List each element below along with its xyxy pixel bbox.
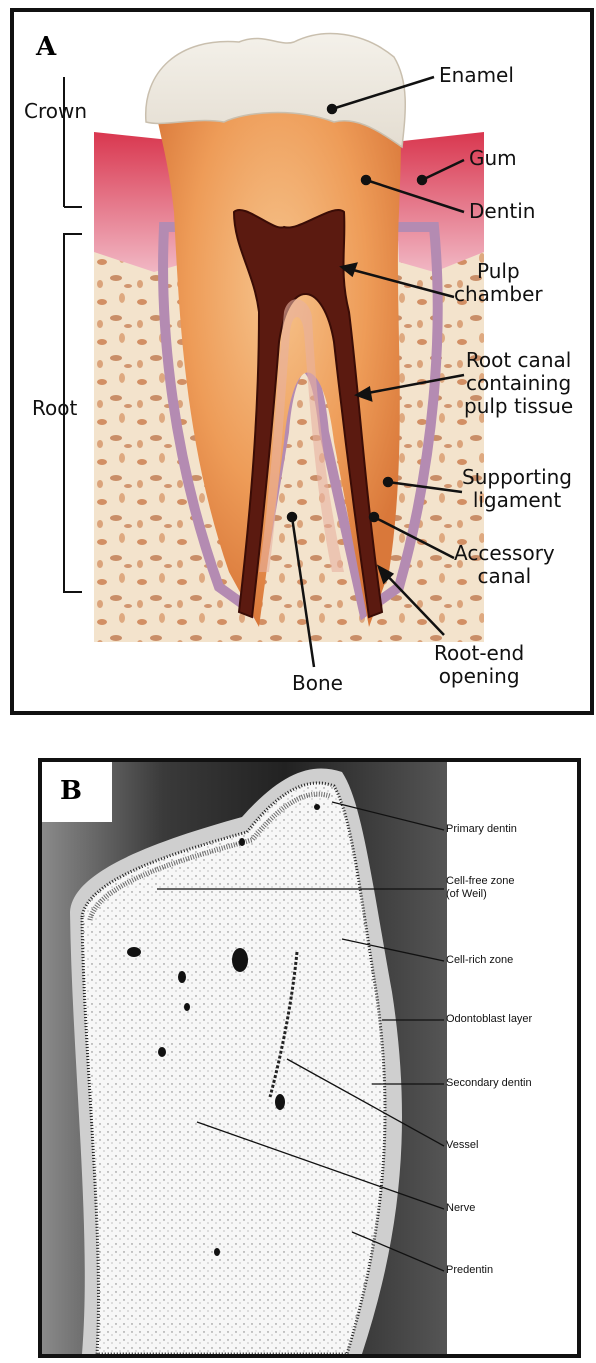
label-secondary-dentin: Secondary dentin [446,1077,532,1090]
label-bone: Bone [292,672,343,695]
label-predentin: Predentin [446,1264,493,1277]
label-cell-rich-zone: Cell-rich zone [446,954,513,967]
label-root: Root [32,397,77,420]
label-root-canal: Root canal containing pulp tissue [464,349,573,418]
label-accessory-canal: Accessory canal [454,542,555,588]
label-root-end-opening: Root-end opening [434,642,524,688]
label-vessel: Vessel [446,1139,478,1152]
crown-bracket [64,77,82,207]
label-pulp-chamber: Pulp chamber [454,260,543,306]
label-cell-free-zone: Cell-free zone (of Weil) [446,875,514,900]
label-odontoblast-layer: Odontoblast layer [446,1013,532,1026]
label-supporting-ligament: Supporting ligament [462,466,572,512]
panel-b-pulp-histology: B Primary dentin Cell-free zone (of Weil… [38,758,581,1358]
panel-a-tooth-anatomy: A Crown Root Enamel Gum Dentin Pulp cham… [10,8,594,715]
label-nerve: Nerve [446,1202,475,1215]
panel-a-letter: A [36,32,56,62]
label-dentin: Dentin [469,200,535,223]
label-primary-dentin: Primary dentin [446,823,517,836]
pulp-micrograph [42,762,577,1354]
label-enamel: Enamel [439,64,514,87]
panel-b-letter: B [60,776,82,806]
label-crown: Crown [24,100,87,123]
label-gum: Gum [469,147,517,170]
